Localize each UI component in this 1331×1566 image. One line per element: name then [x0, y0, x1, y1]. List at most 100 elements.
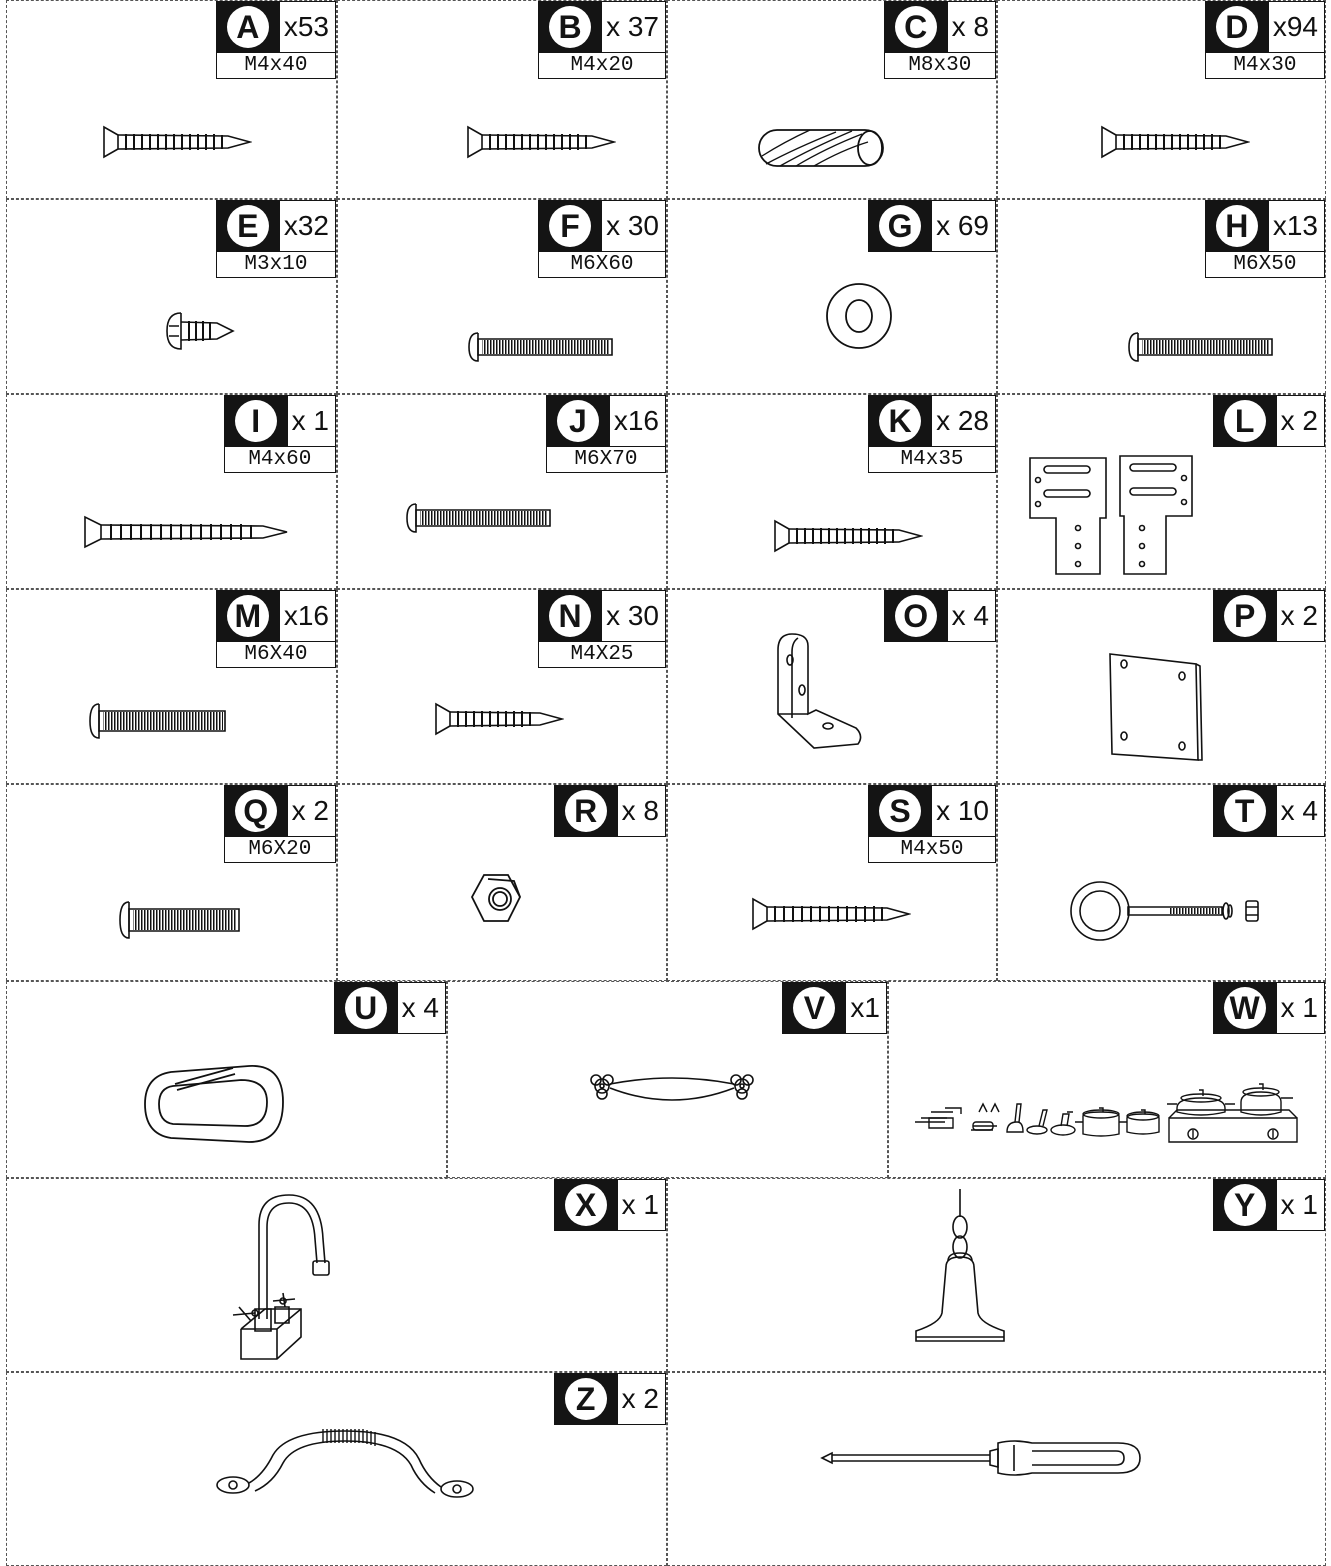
part-size: M4x20 [538, 53, 666, 79]
part-letter: K [879, 400, 921, 442]
part-size: M4x30 [1205, 53, 1325, 79]
part-size: M6X70 [546, 447, 666, 473]
wood-screw-icon [751, 891, 911, 937]
part-quantity: x 28 [932, 395, 996, 447]
bolt-icon [466, 330, 616, 364]
part-letter: M [227, 595, 269, 637]
hex-nut-icon [468, 871, 524, 927]
part-quantity: x 4 [1277, 785, 1325, 837]
wood-screw-icon [434, 696, 564, 742]
short-screw-icon [165, 308, 237, 354]
part-quantity: x 4 [398, 982, 446, 1034]
part-size: M4x35 [868, 447, 996, 473]
part-letter: I [235, 400, 277, 442]
bolt-icon [87, 701, 229, 741]
part-letter: Q [235, 790, 277, 832]
part-size: M6X50 [1205, 252, 1325, 278]
part-letter: L [1224, 400, 1266, 442]
part-letter: J [557, 400, 599, 442]
part-size: M3x10 [216, 252, 336, 278]
wood-screw-icon [1100, 119, 1250, 165]
faucet-icon [225, 1189, 337, 1365]
part-letter: R [565, 790, 607, 832]
part-letter: S [879, 790, 921, 832]
part-letter: E [227, 205, 269, 247]
screwdriver-cell [667, 1372, 1326, 1566]
part-letter: T [1224, 790, 1266, 832]
mounting-plate-icon [1106, 650, 1204, 762]
part-quantity: x94 [1269, 1, 1325, 53]
part-letter: G [879, 205, 921, 247]
part-quantity: x 30 [602, 590, 666, 642]
bolt-icon [1126, 330, 1276, 364]
part-quantity: x 1 [1277, 1179, 1325, 1231]
part-quantity: x 2 [1277, 590, 1325, 642]
part-quantity: x13 [1269, 200, 1325, 252]
part-quantity: x 2 [1277, 395, 1325, 447]
part-letter: O [895, 595, 937, 637]
carabiner-icon [141, 1062, 287, 1146]
part-letter: Z [565, 1378, 607, 1420]
part-quantity: x 2 [288, 785, 336, 837]
eye-bolt-icon [1068, 879, 1270, 943]
part-quantity: x53 [280, 1, 336, 53]
part-quantity: x 69 [932, 200, 996, 252]
part-letter: U [345, 987, 387, 1029]
part-size: M4x40 [216, 53, 336, 79]
part-quantity: x 8 [618, 785, 666, 837]
part-letter: F [549, 205, 591, 247]
part-quantity: x 2 [618, 1373, 666, 1425]
part-size: M4x50 [868, 837, 996, 863]
wood-screw-icon [773, 513, 923, 559]
grip-handle-icon [213, 1425, 477, 1507]
part-quantity: x 10 [932, 785, 996, 837]
part-letter: A [227, 6, 269, 48]
part-letter: V [793, 987, 835, 1029]
part-quantity: x 8 [948, 1, 996, 53]
part-letter: Y [1224, 1184, 1266, 1226]
part-quantity: x 37 [602, 1, 666, 53]
part-quantity: x16 [280, 590, 336, 642]
part-quantity: x 1 [288, 395, 336, 447]
part-quantity: x1 [846, 982, 887, 1034]
part-size: M6X40 [216, 642, 336, 668]
part-letter: C [895, 6, 937, 48]
